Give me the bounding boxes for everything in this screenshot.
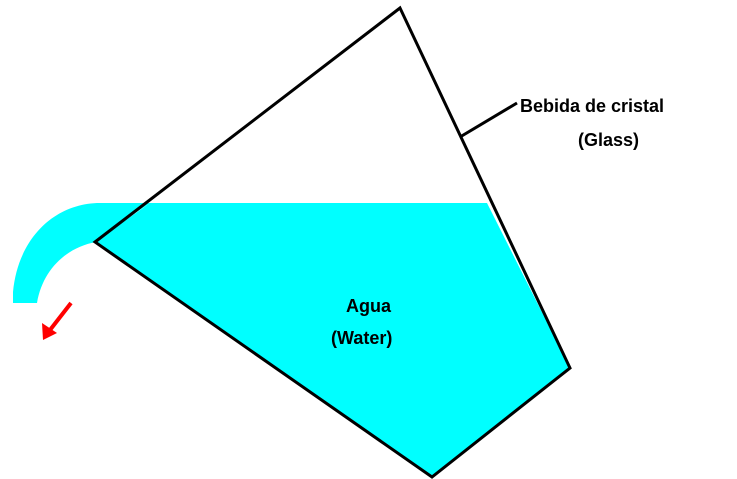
glass-outline <box>92 5 572 479</box>
glass-label-spanish: Bebida de cristal <box>520 96 664 116</box>
water-label-english: (Water) <box>331 328 392 348</box>
water-fill <box>95 203 570 477</box>
pour-direction-arrow <box>42 301 73 340</box>
pouring-water-stream <box>13 203 150 303</box>
glass-leader-line <box>459 101 518 139</box>
water-label-spanish: Agua <box>346 296 392 316</box>
glass-label-english: (Glass) <box>578 130 639 150</box>
